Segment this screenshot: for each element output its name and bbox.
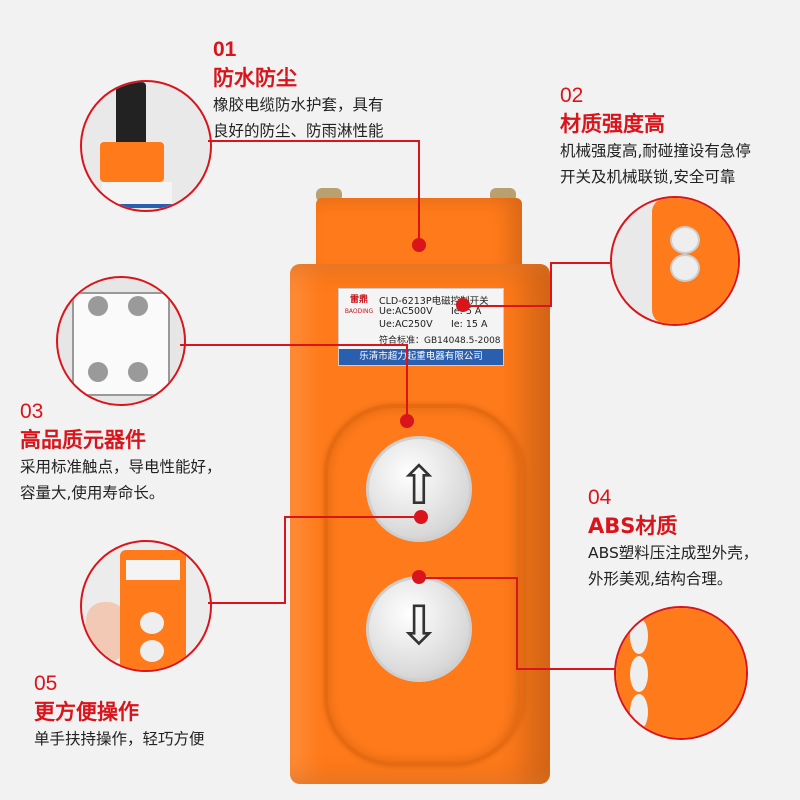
- feature-number: 05: [34, 672, 58, 695]
- detail-circle-shell: [614, 606, 748, 740]
- connector-line-05: [208, 602, 284, 604]
- feature-number: 03: [20, 400, 44, 423]
- product-label: 雷鼎 BAODING CLD-6213P电磁控制开关 Ue:AC500V Ie:…: [338, 288, 504, 366]
- connector-line-02-v: [550, 262, 552, 306]
- feature-title: 材质强度高: [560, 112, 665, 136]
- product-image: 雷鼎 BAODING CLD-6213P电磁控制开关 Ue:AC500V Ie:…: [286, 186, 554, 786]
- feature-title: 高品质元器件: [20, 428, 146, 452]
- detail-circle-side: [610, 196, 740, 326]
- up-arrow-icon: ⇧: [396, 454, 442, 517]
- connector-line-05-v: [284, 516, 286, 604]
- contact-block: [72, 292, 170, 396]
- feature-desc: 采用标准触点，导电性能好，: [20, 458, 222, 476]
- terminal-screw: [88, 362, 108, 382]
- connector-line-04-v: [516, 577, 518, 669]
- connector-line-05-h: [284, 516, 420, 518]
- side-down-button: [670, 254, 700, 282]
- connector-dot-02: [456, 298, 470, 312]
- cable-gland: [100, 142, 164, 182]
- connector-line-01: [208, 140, 418, 142]
- connector-line-02: [550, 262, 610, 264]
- feature-desc: 开关及机械联锁,安全可靠: [560, 168, 736, 186]
- feature-desc: 机械强度高,耐碰撞设有急停: [560, 142, 751, 160]
- cable-label: [102, 182, 172, 208]
- standard-text: 符合标准：GB14048.5-2008: [379, 336, 501, 346]
- up-button[interactable]: ⇧: [366, 436, 472, 542]
- connector-line-03: [180, 344, 406, 346]
- cable: [116, 82, 146, 152]
- connector-line-01-v: [418, 140, 420, 244]
- shell-button: [630, 694, 648, 730]
- side-up-button: [670, 226, 700, 254]
- spec-line2-right: Ie: 15 A: [451, 319, 488, 330]
- model-text: CLD-6213P电磁控制开关: [379, 296, 489, 307]
- feature-desc: 良好的防尘、防雨淋性能: [213, 122, 384, 140]
- spec-line2-left: Ue:AC250V: [379, 319, 433, 330]
- mini-up-button: [140, 612, 164, 634]
- feature-desc: 外形美观,结构合理。: [588, 570, 733, 588]
- mini-down-button: [140, 640, 164, 662]
- connector-dot-04: [412, 570, 426, 584]
- feature-title: ABS材质: [588, 514, 678, 538]
- spec-line1-left: Ue:AC500V: [379, 306, 433, 317]
- feature-desc: 容量大,使用寿命长。: [20, 484, 165, 502]
- down-arrow-icon: ⇩: [396, 594, 442, 657]
- terminal-screw: [128, 296, 148, 316]
- feature-desc: 单手扶持操作，轻巧方便: [34, 730, 205, 748]
- feature-number: 04: [588, 486, 612, 509]
- terminal-screw: [128, 362, 148, 382]
- spec-line1-right: Ie: 5 A: [451, 306, 482, 317]
- hand: [86, 602, 126, 662]
- feature-title: 更方便操作: [34, 700, 139, 724]
- detail-circle-cable: [80, 80, 212, 212]
- feature-number: 02: [560, 84, 584, 107]
- feature-desc: ABS塑料压注成型外壳，: [588, 544, 759, 562]
- connector-dot-03: [400, 414, 414, 428]
- connector-line-02-h: [466, 305, 552, 307]
- feature-02: 02 材质强度高 机械强度高,耐碰撞设有急停 开关及机械联锁,安全可靠: [560, 84, 751, 190]
- down-button[interactable]: ⇩: [366, 576, 472, 682]
- shell-button: [630, 618, 648, 654]
- feature-01: 01 防水防尘 橡胶电缆防水护套，具有 良好的防尘、防雨淋性能: [213, 38, 384, 144]
- connector-line-03-v: [406, 344, 408, 420]
- shell-button: [630, 656, 648, 692]
- mini-label: [126, 560, 180, 580]
- connector-line-04-h: [516, 668, 616, 670]
- brand-logo: 雷鼎 BAODING: [344, 295, 374, 315]
- feature-04: 04 ABS材质 ABS塑料压注成型外壳， 外形美观,结构合理。: [588, 486, 758, 592]
- feature-05: 05 更方便操作 单手扶持操作，轻巧方便: [34, 672, 205, 752]
- feature-title: 防水防尘: [213, 66, 297, 90]
- detail-circle-hand: [80, 540, 212, 672]
- detail-circle-contacts: [56, 276, 186, 406]
- feature-03: 03 高品质元器件 采用标准触点，导电性能好， 容量大,使用寿命长。: [20, 400, 222, 506]
- terminal-screw: [88, 296, 108, 316]
- manufacturer-bar: 乐清市超力起重电器有限公司: [339, 349, 503, 365]
- connector-dot-05: [414, 510, 428, 524]
- connector-dot-01: [412, 238, 426, 252]
- button-guard-frame: [324, 404, 524, 766]
- feature-number: 01: [213, 38, 237, 61]
- connector-line-04: [420, 577, 516, 579]
- feature-desc: 橡胶电缆防水护套，具有: [213, 96, 384, 114]
